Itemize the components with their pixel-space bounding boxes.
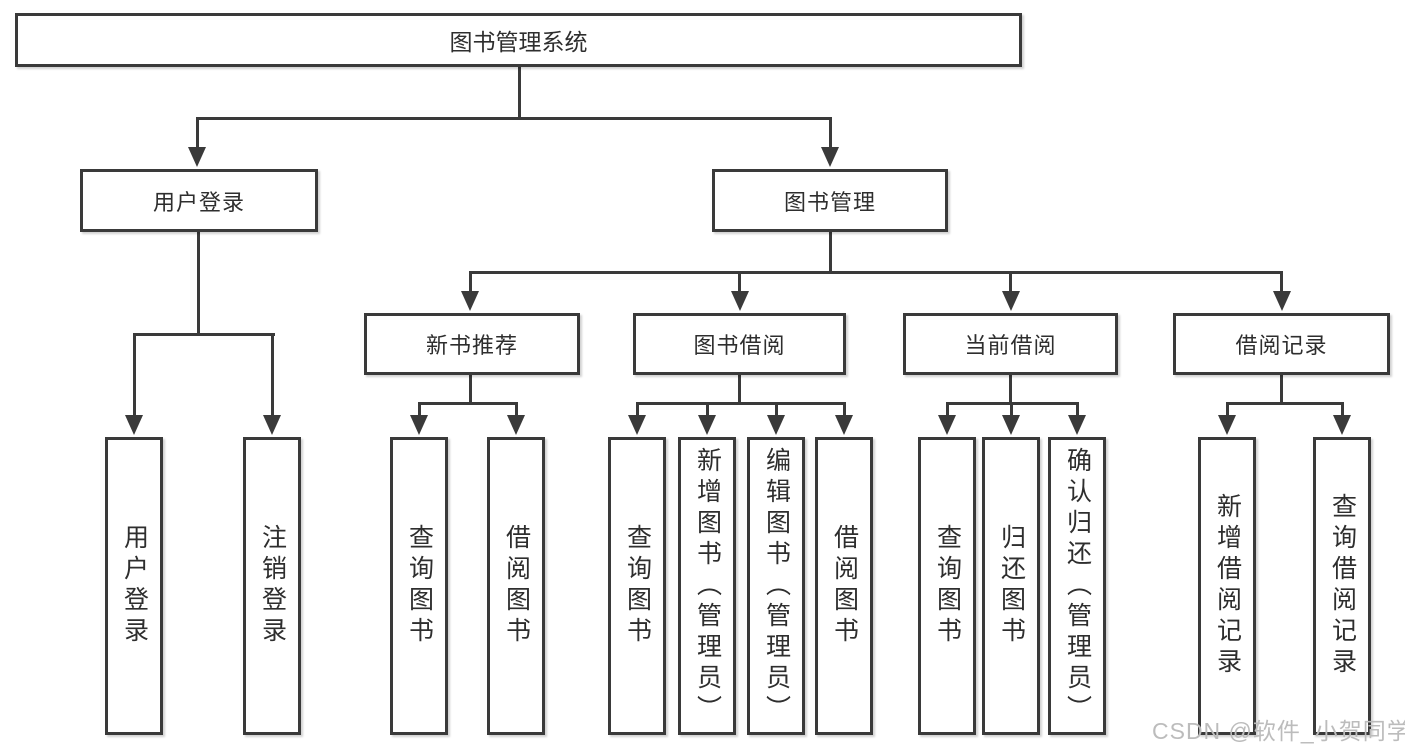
arrow-down-icon (263, 334, 281, 435)
arrow-down-icon (1068, 403, 1086, 435)
arrow-down-icon (1002, 403, 1020, 435)
arrow-down-icon (461, 272, 479, 311)
arrow-down-icon (835, 403, 853, 435)
node-label: 新书推荐 (425, 333, 518, 358)
arrow-down-icon (628, 403, 646, 435)
connector-hline (635, 401, 846, 405)
leaf-borrow-books-newbook: 借阅图书 (487, 437, 545, 735)
connector-vline (517, 67, 521, 119)
arrow-down-icon (1001, 272, 1020, 311)
node-book-borrow: 图书借阅 (633, 313, 846, 375)
arrow-down-icon (730, 272, 749, 311)
connector-vline (1280, 375, 1283, 404)
arrow-down-icon (188, 118, 206, 167)
node-label: 确认归还（管理员） (1063, 446, 1092, 726)
watermark: CSDN @软件_小贺同学 (1152, 718, 1405, 744)
node-book-management: 图书管理 (712, 169, 948, 232)
node-new-book-recommend: 新书推荐 (364, 313, 580, 375)
node-label: 用户登录 (120, 524, 149, 648)
node-current-borrow: 当前借阅 (903, 313, 1118, 375)
node-borrow-record: 借阅记录 (1173, 313, 1390, 375)
leaf-return-books: 归还图书 (982, 437, 1040, 735)
leaf-query-books-current: 查询图书 (918, 437, 976, 735)
arrow-down-icon (767, 403, 785, 435)
arrow-down-icon (125, 334, 143, 435)
connector-vline (738, 375, 741, 404)
connector-hline (1225, 401, 1344, 405)
node-label: 用户登录 (152, 189, 245, 215)
node-label: 图书管理系统 (449, 29, 588, 55)
leaf-query-borrow-record: 查询借阅记录 (1313, 437, 1371, 735)
leaf-edit-books-admin: 编辑图书（管理员） (747, 437, 805, 735)
leaf-user-login: 用户登录 (105, 437, 163, 735)
node-label: 查询借阅记录 (1328, 493, 1357, 679)
connector-vline (828, 232, 832, 273)
node-label: 借阅图书 (830, 524, 859, 648)
connector-vline (468, 375, 472, 404)
node-label: 查询图书 (405, 524, 434, 648)
node-root: 图书管理系统 (15, 13, 1022, 67)
node-label: 查询图书 (933, 524, 962, 648)
leaf-add-borrow-record: 新增借阅记录 (1198, 437, 1256, 735)
connector-vline (1009, 375, 1012, 404)
connector-vline (196, 232, 200, 335)
leaf-query-books-newbook: 查询图书 (390, 437, 448, 735)
arrow-down-icon (1333, 403, 1351, 435)
arrow-down-icon (410, 403, 428, 435)
arrow-down-icon (698, 403, 716, 435)
node-label: 借阅图书 (502, 524, 531, 648)
node-label: 当前借阅 (964, 333, 1057, 358)
node-label: 查询图书 (623, 524, 652, 648)
node-label: 新增借阅记录 (1213, 493, 1242, 679)
connector-hline (468, 270, 1283, 274)
arrow-down-icon (1272, 272, 1291, 311)
arrow-down-icon (821, 118, 839, 167)
node-label: 归还图书 (997, 524, 1026, 648)
node-user-login: 用户登录 (80, 169, 318, 232)
arrow-down-icon (938, 403, 956, 435)
connector-hline (417, 401, 518, 405)
node-label: 新增图书（管理员） (693, 446, 722, 726)
leaf-confirm-return-admin: 确认归还（管理员） (1048, 437, 1106, 735)
connector-hline (132, 332, 275, 336)
node-label: 借阅记录 (1235, 333, 1328, 358)
leaf-query-books-borrow: 查询图书 (608, 437, 666, 735)
arrow-down-icon (1218, 403, 1236, 435)
leaf-borrow-books-borrow: 借阅图书 (815, 437, 873, 735)
connector-hline (195, 116, 832, 120)
node-label: 编辑图书（管理员） (762, 446, 791, 726)
leaf-logout: 注销登录 (243, 437, 301, 735)
leaf-add-books-admin: 新增图书（管理员） (678, 437, 736, 735)
node-label: 注销登录 (258, 524, 287, 648)
node-label: 图书借阅 (693, 333, 786, 358)
arrow-down-icon (507, 403, 525, 435)
node-label: 图书管理 (783, 189, 876, 215)
